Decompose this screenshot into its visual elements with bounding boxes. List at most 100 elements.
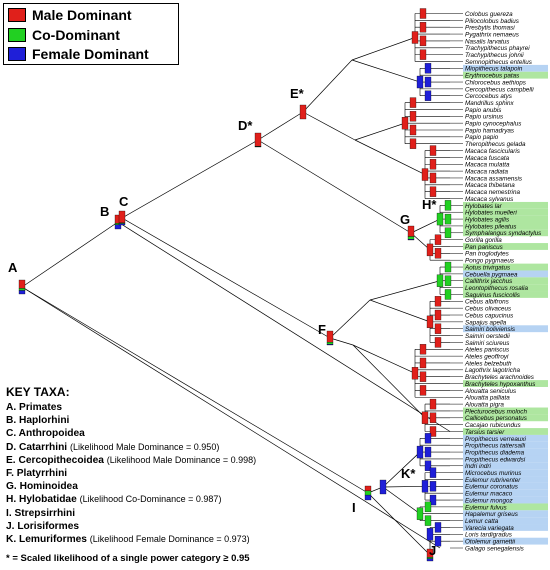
male-segment bbox=[434, 323, 442, 334]
male-segment bbox=[299, 104, 307, 120]
branch bbox=[257, 139, 412, 234]
male-segment bbox=[254, 132, 262, 147]
male-segment bbox=[419, 371, 427, 382]
taxon-label: Miopithecus talapoin bbox=[465, 66, 523, 73]
key-item: B. Haplorhini bbox=[6, 415, 70, 427]
branch bbox=[121, 217, 331, 339]
legend-item-male: Male Dominant bbox=[8, 6, 132, 24]
legend: Male Dominant Co-Dominant Female Dominan… bbox=[3, 3, 179, 65]
node-marker bbox=[426, 528, 434, 541]
taxon-label: Loris tardigradus bbox=[465, 532, 513, 539]
taxon-highlight bbox=[463, 441, 548, 449]
node-marker bbox=[409, 111, 417, 122]
female-segment bbox=[407, 239, 415, 241]
male-segment bbox=[434, 248, 442, 259]
node-marker bbox=[434, 323, 442, 334]
taxon-highlight bbox=[463, 201, 548, 209]
taxon-label: Papio cynocephalus bbox=[465, 121, 522, 128]
node-marker bbox=[434, 535, 442, 547]
male-segment bbox=[409, 111, 417, 122]
node-marker bbox=[416, 507, 424, 520]
female-segment bbox=[18, 290, 26, 295]
male-segment bbox=[429, 426, 437, 437]
node-label-h: H* bbox=[422, 197, 437, 212]
taxon-label: Macaca nemestrina bbox=[465, 189, 520, 196]
taxon-highlight bbox=[463, 270, 548, 278]
taxon-highlight bbox=[463, 469, 548, 477]
female-segment bbox=[326, 344, 334, 346]
node-marker bbox=[421, 168, 429, 181]
taxon-label: Aotus trivirgatus bbox=[464, 264, 511, 271]
node-marker bbox=[424, 446, 432, 458]
key-taxa: KEY TAXA: A. Primates B. Haplorhini C. A… bbox=[6, 385, 306, 546]
legend-item-female: Female Dominant bbox=[8, 45, 149, 63]
node-marker bbox=[429, 467, 437, 478]
male-segment bbox=[429, 412, 437, 423]
female-segment bbox=[434, 522, 442, 533]
node-marker bbox=[419, 385, 427, 396]
node-state-markers bbox=[18, 8, 452, 562]
co-segment bbox=[424, 515, 432, 526]
node-marker bbox=[429, 426, 437, 437]
male-segment bbox=[426, 315, 434, 329]
node-marker bbox=[424, 90, 432, 101]
taxon-label: Piliocolobus badius bbox=[465, 18, 520, 25]
male-segment bbox=[409, 138, 417, 149]
taxon-label: Papio hamadryas bbox=[465, 127, 515, 134]
taxon-label: Leontopithecus rosalia bbox=[465, 285, 529, 292]
taxon-label: Macaca radiata bbox=[465, 169, 509, 176]
co-segment bbox=[436, 212, 444, 226]
node-marker bbox=[254, 132, 262, 148]
taxon-label: Papio papio bbox=[465, 134, 499, 141]
taxon-highlight bbox=[463, 263, 548, 271]
male-segment bbox=[434, 234, 442, 245]
node-marker bbox=[444, 200, 452, 211]
node-marker bbox=[434, 522, 442, 533]
co-segment bbox=[444, 227, 452, 238]
female-segment bbox=[421, 480, 429, 493]
taxon-highlight bbox=[463, 325, 548, 333]
female-segment bbox=[426, 528, 434, 541]
node-marker bbox=[364, 485, 372, 501]
node-marker bbox=[419, 22, 427, 33]
legend-label: Female Dominant bbox=[32, 46, 149, 62]
male-segment bbox=[429, 172, 437, 184]
taxon-label: Saimiri sciureus bbox=[465, 340, 510, 347]
female-segment bbox=[416, 75, 424, 89]
branch bbox=[21, 286, 441, 549]
branch bbox=[369, 280, 441, 301]
node-marker bbox=[434, 337, 442, 348]
taxon-highlight bbox=[463, 476, 548, 483]
node-marker bbox=[18, 279, 26, 295]
taxon-label: Macaca thibetana bbox=[465, 182, 515, 189]
node-marker bbox=[434, 309, 442, 321]
taxon-label: Semnopithecus entellus bbox=[465, 59, 533, 66]
male-segment bbox=[401, 116, 409, 130]
co-segment bbox=[444, 289, 452, 300]
node-marker bbox=[444, 261, 452, 273]
male-segment bbox=[419, 8, 427, 19]
taxon-highlight bbox=[463, 284, 548, 292]
taxon-label: Pygathrix nemaeus bbox=[465, 31, 520, 38]
male-segment bbox=[429, 186, 437, 197]
branch bbox=[410, 218, 441, 234]
taxon-label: Callicebus personatus bbox=[465, 415, 528, 422]
co-segment bbox=[416, 507, 424, 520]
female-segment bbox=[429, 467, 437, 478]
branch bbox=[121, 139, 259, 219]
female-segment bbox=[364, 494, 372, 501]
node-label-a: A bbox=[8, 260, 18, 275]
taxon-label: Propithecus verreauxi bbox=[465, 436, 527, 443]
taxon-label: Gorilla gorilla bbox=[465, 237, 502, 244]
key-item: K. Lemuriformes (Likelihood Female Domin… bbox=[6, 534, 250, 546]
key-item: D. Catarrhini (Likelihood Male Dominance… bbox=[6, 441, 220, 453]
node-marker bbox=[424, 501, 432, 513]
node-marker bbox=[379, 479, 387, 495]
taxon-label: Mandrillus sphinx bbox=[465, 100, 514, 107]
node-marker bbox=[429, 494, 437, 506]
taxon-label: Hylobates pileatus bbox=[465, 223, 517, 230]
node-label-c: C bbox=[119, 194, 129, 209]
male-segment bbox=[434, 296, 442, 307]
taxon-highlight bbox=[463, 428, 548, 435]
